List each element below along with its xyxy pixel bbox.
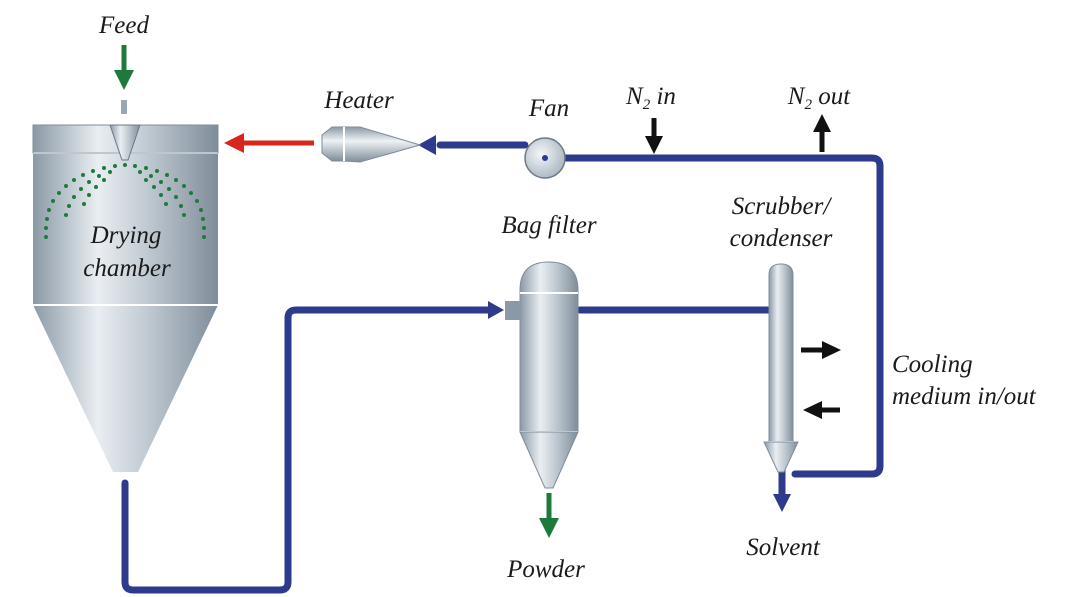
fan-label: Fan: [528, 95, 569, 122]
drying-chamber-label-line2: chamber: [83, 255, 171, 282]
scrubber-label-line2: condenser: [730, 225, 833, 252]
flow-arrowhead-solvent: [773, 494, 791, 512]
scrubber-label-line1: Scrubber/: [732, 193, 833, 220]
heater-label: Heater: [323, 87, 394, 114]
powder-label: Powder: [506, 556, 585, 583]
atomizer-nozzle: [109, 124, 141, 161]
bag-filter-inlet: [505, 301, 521, 320]
bag-filter-label: Bag filter: [501, 212, 596, 239]
cooling-out-arrow-icon: [803, 401, 840, 419]
drying-chamber: [32, 100, 219, 472]
cooling-in-arrow-icon: [801, 341, 841, 359]
n2-out-label: N2 out: [787, 83, 851, 113]
flow-arrowhead-heater-inlet: [418, 135, 436, 155]
flow-arrowhead-bag-filter-inlet: [488, 301, 504, 319]
hot-gas-arrow-icon: [224, 133, 314, 153]
scrubber-condenser: [763, 263, 799, 473]
spray-droplets: [44, 163, 206, 239]
pipe-chamber-to-bag-filter: [121, 306, 494, 594]
cooling-medium-label-line1: Cooling: [892, 351, 973, 378]
feed-label: Feed: [98, 12, 149, 39]
bag-filter: [505, 261, 579, 489]
feed-arrow-icon: [114, 45, 134, 90]
cooling-medium-label-line2: medium in/out: [892, 383, 1037, 410]
pipe-scrubber-to-fan: [556, 154, 884, 478]
drying-chamber-label-line1: Drying: [90, 222, 162, 249]
n2-in-label: N2 in: [625, 83, 676, 113]
heater: [321, 126, 422, 163]
solvent-label: Solvent: [746, 534, 821, 561]
n2-out-arrow-icon: [813, 114, 831, 152]
n2-in-arrow-icon: [645, 118, 663, 154]
powder-arrow-icon: [539, 493, 559, 538]
fan: [524, 137, 566, 179]
pipe-network: [121, 141, 884, 594]
